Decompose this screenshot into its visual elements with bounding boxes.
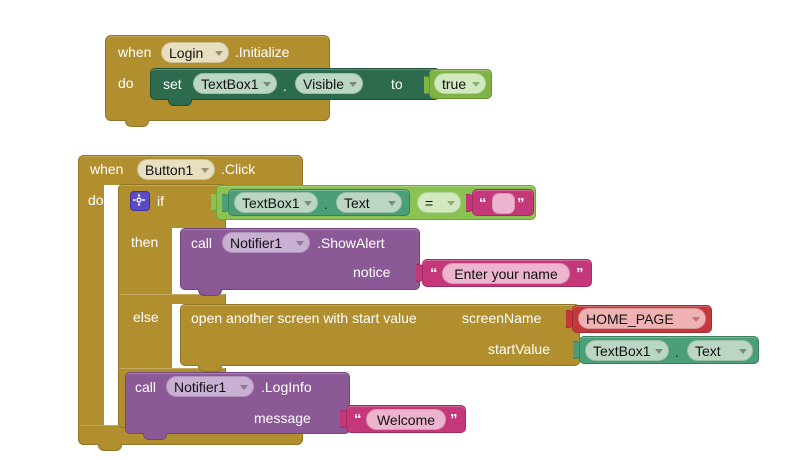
- setter-component-value: TextBox1: [201, 76, 259, 92]
- empty-string-open-quote: “: [479, 195, 487, 212]
- chevron-down-icon: [240, 385, 248, 390]
- event-block-left-column[interactable]: [78, 155, 104, 445]
- setter-property-value: Visible: [303, 76, 344, 92]
- enter-name-text-field[interactable]: Enter your name: [442, 263, 570, 284]
- logic-true-dropdown[interactable]: true: [434, 73, 486, 94]
- open-screen-label: open another screen with start value: [191, 310, 417, 326]
- open-screen-bottom-bump: [198, 365, 222, 372]
- chevron-down-icon: [215, 51, 223, 56]
- control-block-open-another-screen[interactable]: [180, 304, 580, 366]
- chevron-down-icon: [349, 82, 357, 87]
- welcome-close-quote: ”: [450, 411, 458, 428]
- getter-property-value-condition: Text: [344, 195, 370, 211]
- call-method-loginfo: .LogInfo: [261, 379, 312, 395]
- call-label-showalert: call: [191, 235, 213, 251]
- gear-icon[interactable]: [130, 191, 150, 211]
- chevron-down-icon: [655, 349, 663, 354]
- getter-component-dropdown-condition[interactable]: TextBox1: [234, 192, 318, 213]
- component-dropdown-button1-value: Button1: [145, 162, 194, 178]
- chevron-down-icon: [304, 201, 312, 206]
- when-label-login: when: [118, 44, 152, 60]
- set-label: set: [163, 76, 182, 92]
- gear-icon-glyph: [133, 194, 145, 206]
- arg-label-notice: notice: [353, 264, 391, 280]
- when-label-button1: when: [90, 161, 124, 177]
- call-method-showalert: .ShowAlert: [317, 235, 385, 251]
- event-block-bottom-bump: [125, 120, 149, 127]
- getter-component-value-condition: TextBox1: [242, 195, 300, 211]
- getter-property-dropdown-condition[interactable]: Text: [336, 192, 402, 213]
- call-component-dropdown-showalert[interactable]: Notifier1: [222, 232, 310, 253]
- getter-property-dropdown-startvalue[interactable]: Text: [687, 340, 753, 361]
- empty-string-close-quote: ”: [517, 195, 525, 212]
- enter-name-open-quote: “: [430, 265, 438, 282]
- getter-dot-condition: .: [324, 197, 328, 212]
- component-dropdown-login-value: Login: [169, 45, 204, 61]
- setter-property-dropdown[interactable]: Visible: [295, 73, 363, 94]
- chevron-down-icon: [739, 349, 747, 354]
- setter-dot: .: [283, 78, 287, 94]
- chevron-down-icon: [388, 201, 396, 206]
- do-label-login: do: [118, 75, 134, 91]
- button-event-bottom-bump: [98, 444, 122, 451]
- getter-property-value-startvalue: Text: [695, 343, 721, 359]
- chevron-down-icon: [201, 168, 209, 173]
- setter-bottom-bump: [168, 99, 192, 106]
- arg-label-screenname: screenName: [462, 310, 542, 326]
- showalert-bottom-bump: [198, 289, 222, 296]
- arg-label-message: message: [254, 410, 311, 426]
- call-component-dropdown-loginfo[interactable]: Notifier1: [166, 376, 254, 397]
- screen-name-value: HOME_PAGE: [586, 311, 674, 327]
- do-label-button1: do: [88, 192, 104, 208]
- call-component-value-showalert: Notifier1: [230, 235, 283, 251]
- component-dropdown-login[interactable]: Login: [161, 42, 229, 63]
- to-label: to: [391, 76, 403, 92]
- event-name-click: .Click: [221, 161, 256, 177]
- chevron-down-icon: [472, 82, 480, 87]
- loginfo-bottom-bump: [143, 433, 167, 440]
- welcome-text-value: Welcome: [376, 412, 436, 428]
- else-label: else: [133, 309, 159, 325]
- event-name-initialize: .Initialize: [235, 44, 290, 60]
- welcome-open-quote: “: [354, 411, 362, 428]
- empty-string-text-field[interactable]: [492, 193, 515, 214]
- then-label: then: [131, 234, 159, 250]
- getter-component-value-startvalue: TextBox1: [593, 343, 651, 359]
- chevron-down-icon: [447, 201, 455, 206]
- setter-component-dropdown[interactable]: TextBox1: [193, 73, 277, 94]
- getter-dot-startvalue: .: [675, 345, 679, 360]
- chevron-down-icon: [692, 317, 700, 322]
- if-label: if: [157, 193, 164, 209]
- logic-true-value: true: [442, 76, 467, 92]
- enter-name-close-quote: ”: [576, 265, 584, 282]
- if-block-mid-row: [118, 294, 226, 304]
- call-component-value-loginfo: Notifier1: [174, 379, 227, 395]
- comparison-operator-dropdown[interactable]: =: [417, 192, 461, 213]
- component-dropdown-button1[interactable]: Button1: [137, 159, 215, 180]
- arg-label-startvalue: startValue: [488, 341, 550, 357]
- enter-name-text-value: Enter your name: [454, 266, 558, 282]
- screen-name-dropdown[interactable]: HOME_PAGE: [578, 308, 706, 329]
- welcome-text-field[interactable]: Welcome: [366, 409, 446, 430]
- getter-component-dropdown-startvalue[interactable]: TextBox1: [585, 340, 669, 361]
- comparison-operator-value: =: [425, 195, 434, 211]
- chevron-down-icon: [296, 241, 304, 246]
- call-label-loginfo: call: [135, 379, 157, 395]
- chevron-down-icon: [263, 82, 271, 87]
